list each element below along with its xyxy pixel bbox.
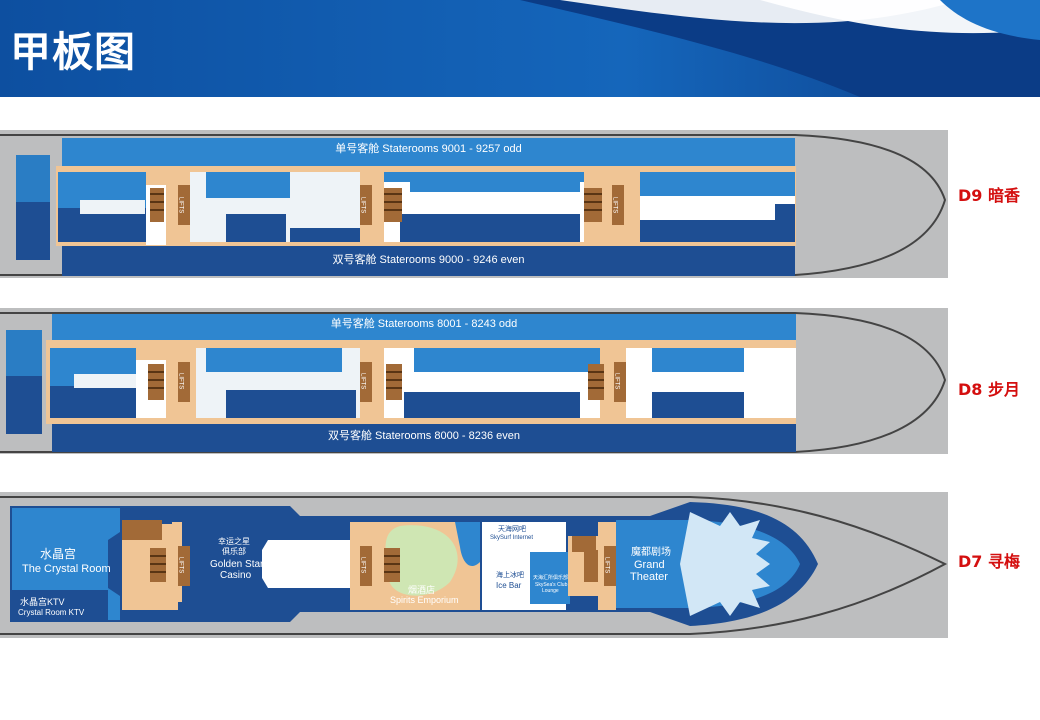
lift-block-2 xyxy=(360,362,372,402)
deck-8: 单号客舱 Staterooms 8001 - 8243 odd 双号客舱 Sta… xyxy=(0,308,1040,458)
deck-9-plan xyxy=(0,130,948,278)
lift-block-3 xyxy=(604,546,616,586)
icebar-cn: 海上冰吧 xyxy=(496,572,524,579)
ktv-en: Crystal Room KTV xyxy=(18,608,85,617)
even-stateroom-label: 双号客舱 Staterooms 8000 - 8236 even xyxy=(328,430,520,442)
odd-stateroom-band xyxy=(62,138,795,166)
spirits-cn: 烟酒店 xyxy=(408,585,436,595)
lift-block-3 xyxy=(612,185,624,225)
stair-2 xyxy=(386,364,402,400)
odd-stateroom-band xyxy=(52,314,796,340)
casino-cn-2: 俱乐部 xyxy=(222,547,246,556)
lift-block-3 xyxy=(614,362,626,402)
icebar-en: Ice Bar xyxy=(496,581,522,590)
header-wave-graphic xyxy=(0,0,1040,97)
casino-walkway xyxy=(262,540,350,588)
even-stateroom-label: 双号客舱 Staterooms 9000 - 9246 even xyxy=(332,254,525,266)
stair-1 xyxy=(150,548,166,582)
lift-block-1 xyxy=(178,362,190,402)
deck-7-plan xyxy=(0,492,948,638)
lift-label-1: LIFTS xyxy=(177,372,184,390)
odd-stateroom-label: 单号客舱 Staterooms 8001 - 8243 odd xyxy=(330,318,518,330)
lift-block-2 xyxy=(360,185,372,225)
lift-label-2: LIFTS xyxy=(359,196,366,214)
stair-2 xyxy=(384,188,402,222)
stair-2 xyxy=(384,548,400,582)
crystal-room-en: The Crystal Room xyxy=(22,563,111,575)
internet-cn: 天海网吧 xyxy=(498,526,526,533)
lift-label-3: LIFTS xyxy=(611,196,618,214)
even-stateroom-band xyxy=(62,246,795,276)
lift-label-1: LIFTS xyxy=(177,196,184,214)
lift-block-1 xyxy=(178,185,190,225)
deck-7: 水晶宫 The Crystal Room 水晶宫KTV Crystal Room… xyxy=(0,492,1040,642)
deck-9: 单号客舱 Staterooms 9001 - 9257 odd 双号客舱 Sta… xyxy=(0,130,1040,280)
club-en-1: SkySea's Club xyxy=(535,582,568,588)
casino-en-1: Golden Star xyxy=(210,559,264,570)
lift-label-1: LIFTS xyxy=(177,556,184,574)
deck-label: D9 暗香 xyxy=(958,186,1020,205)
lift-label-2: LIFTS xyxy=(359,556,366,574)
lift-block-2 xyxy=(360,546,372,586)
lift-label-3: LIFTS xyxy=(613,372,620,390)
stair-1 xyxy=(148,364,164,400)
internet-en: SkySurf Internet xyxy=(490,535,534,541)
theater-en-2: Theater xyxy=(630,571,668,583)
casino-cn-1: 幸运之星 xyxy=(218,537,250,546)
deck-label: D7 寻梅 xyxy=(958,552,1020,571)
stair-3 xyxy=(584,188,602,222)
lift-label-2: LIFTS xyxy=(359,372,366,390)
page-title: 甲板图 xyxy=(10,28,136,76)
theater-en-1: Grand xyxy=(634,559,665,571)
crystal-room-cn: 水晶宫 xyxy=(40,547,77,561)
header-banner: 甲板图 xyxy=(0,0,1040,97)
even-stateroom-band xyxy=(52,424,796,452)
spirits-en: Spirits Emporium xyxy=(390,595,459,605)
club-cn: 天海汇所俱乐部 xyxy=(533,575,569,581)
lift-block-1 xyxy=(178,546,190,586)
ktv-cn: 水晶宫KTV xyxy=(20,597,65,607)
stair-3 xyxy=(588,364,604,400)
stair-1 xyxy=(150,188,164,222)
lift-label-3: LIFTS xyxy=(603,556,610,574)
deck-8-plan xyxy=(0,308,948,454)
club-en-2: Lounge xyxy=(542,588,559,594)
deck-label: D8 步月 xyxy=(958,380,1020,399)
theater-cn: 魔都剧场 xyxy=(631,547,671,558)
odd-stateroom-label: 单号客舱 Staterooms 9001 - 9257 odd xyxy=(335,143,522,155)
casino-en-2: Casino xyxy=(220,570,252,581)
